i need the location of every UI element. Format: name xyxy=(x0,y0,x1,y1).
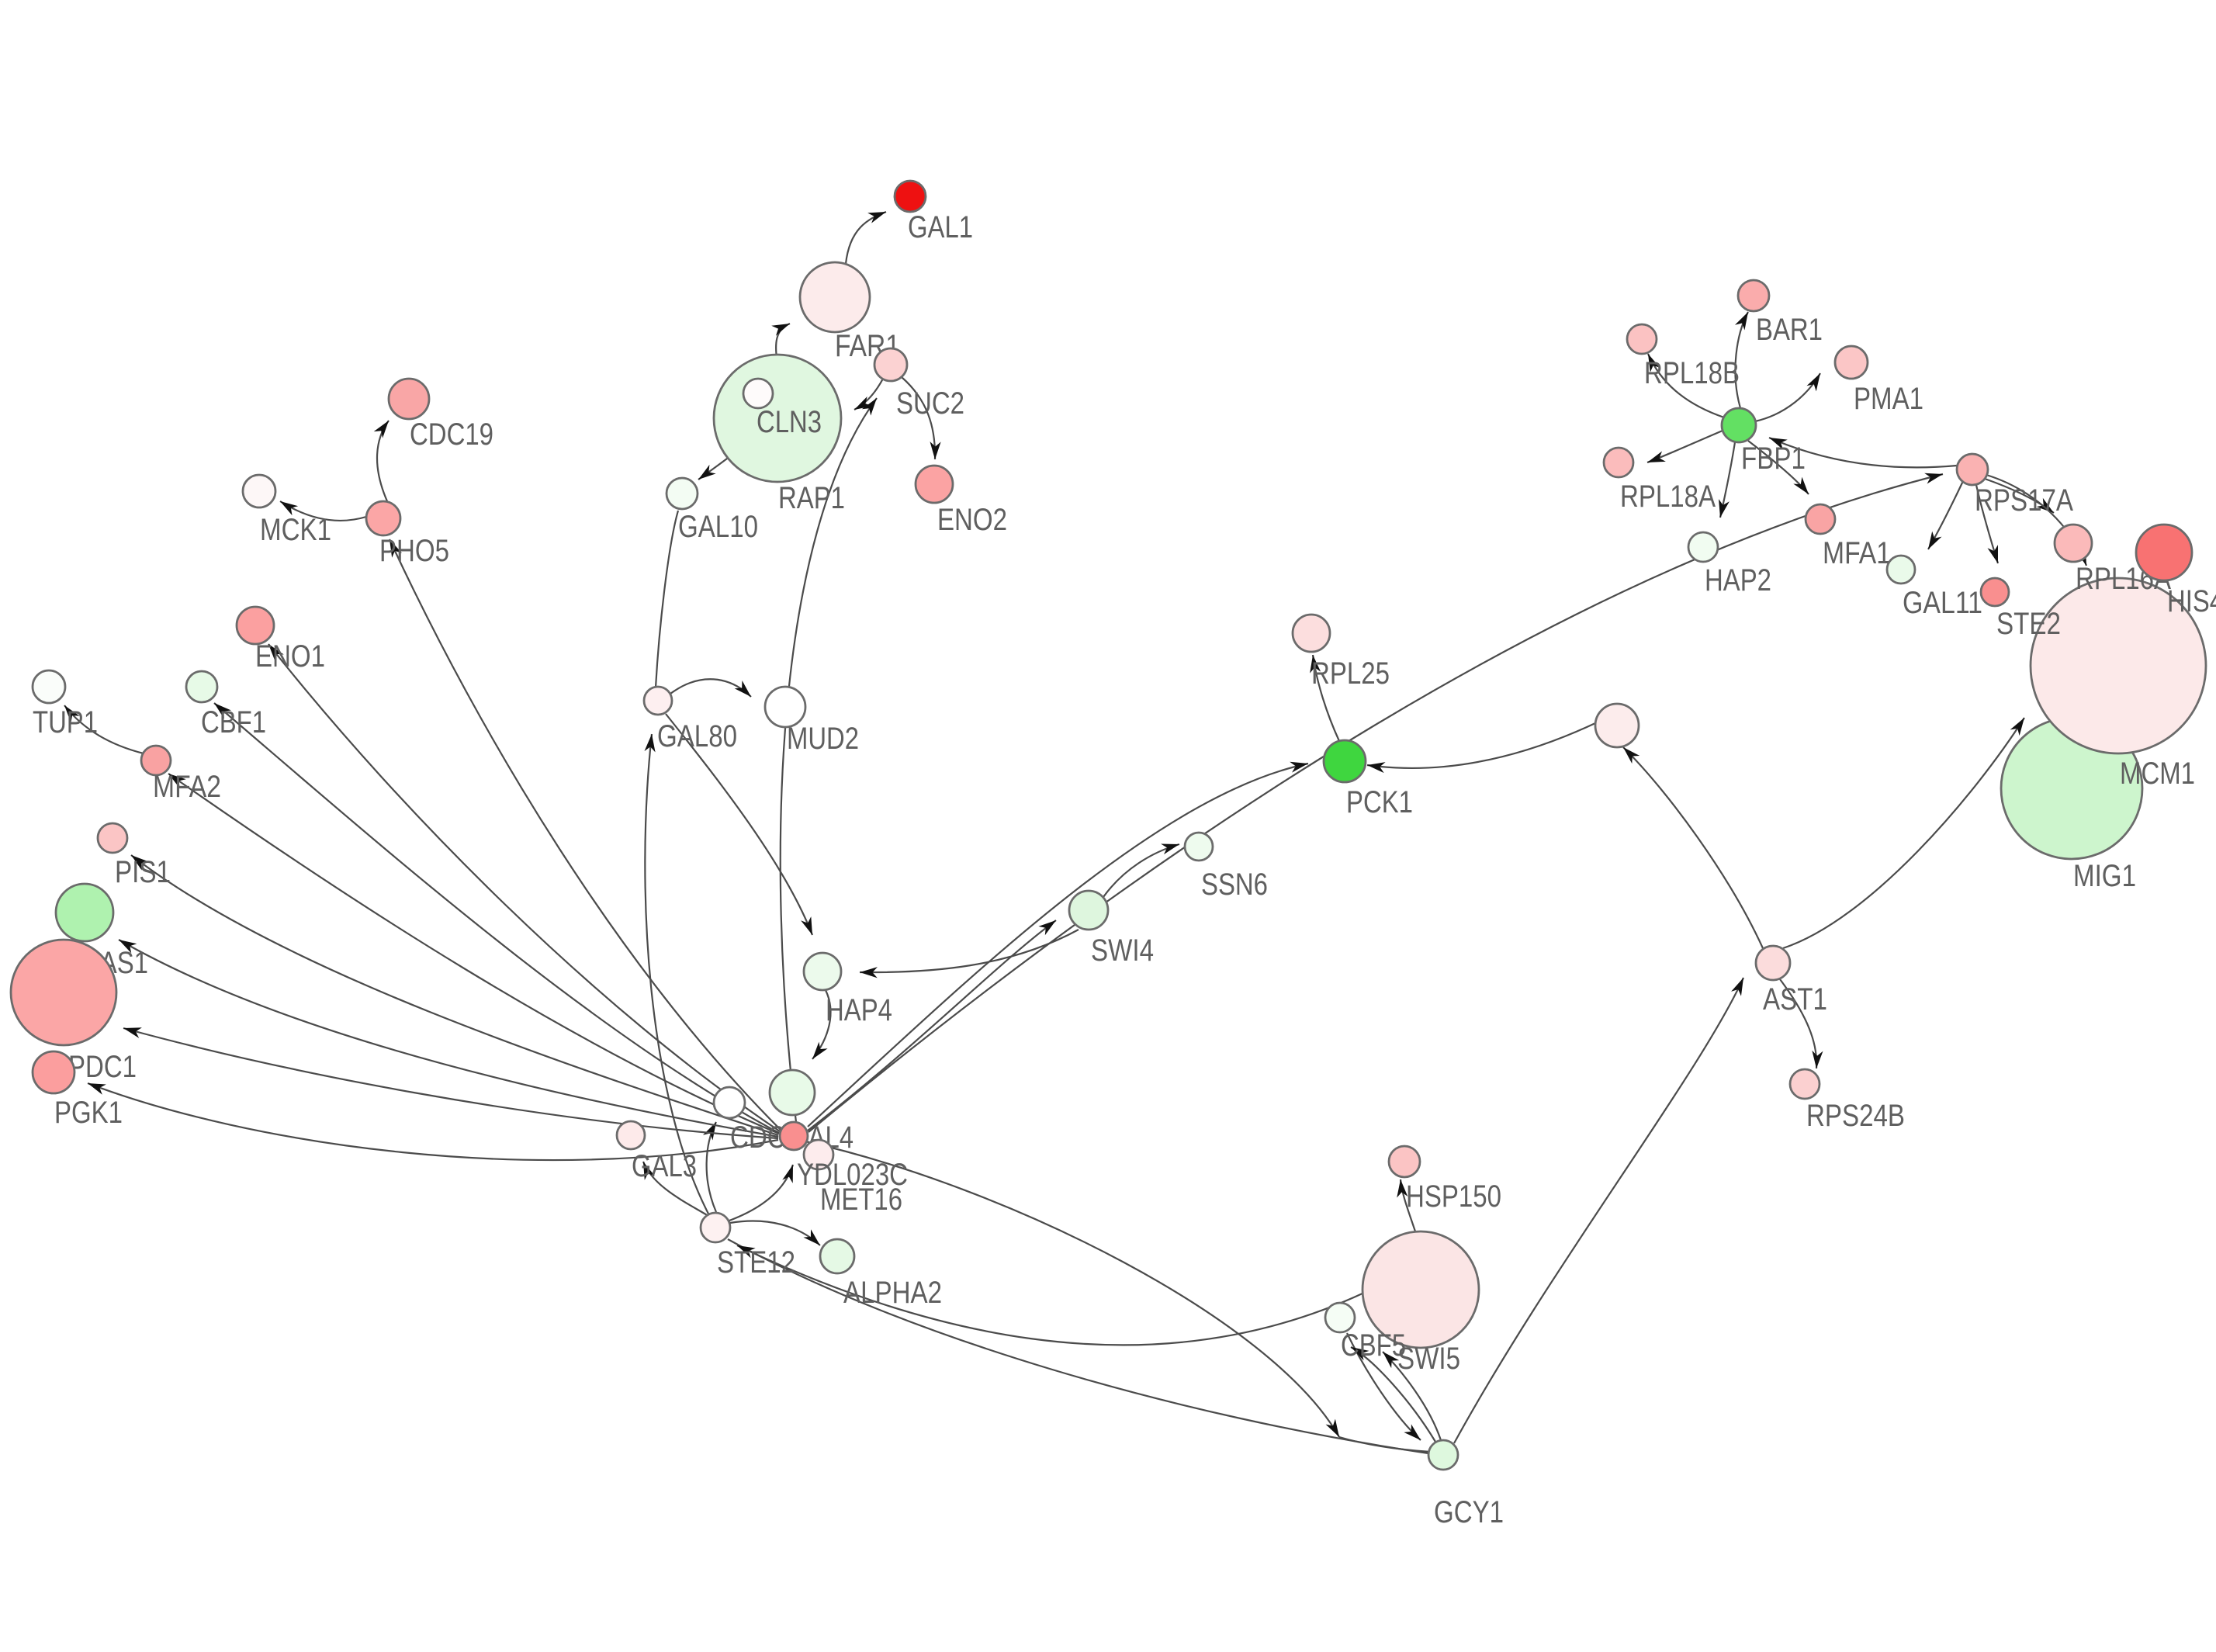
svg-text:MET16: MET16 xyxy=(820,1183,902,1217)
svg-text:MFA1: MFA1 xyxy=(1823,536,1891,570)
svg-text:MCK1: MCK1 xyxy=(260,513,331,547)
svg-text:CLN3: CLN3 xyxy=(757,405,822,439)
svg-text:PIS1: PIS1 xyxy=(115,855,171,889)
svg-text:CBF1: CBF1 xyxy=(201,705,266,739)
svg-text:HIS4: HIS4 xyxy=(2167,584,2216,618)
svg-text:FBP1: FBP1 xyxy=(1741,442,1806,476)
svg-text:ALPHA2: ALPHA2 xyxy=(843,1276,942,1310)
svg-text:RAP1: RAP1 xyxy=(778,481,845,515)
svg-text:PDC1: PDC1 xyxy=(68,1050,137,1084)
svg-text:SWI4: SWI4 xyxy=(1091,933,1154,968)
svg-text:PHO5: PHO5 xyxy=(379,534,449,568)
svg-text:MCM1: MCM1 xyxy=(2120,757,2195,791)
svg-text:BAR1: BAR1 xyxy=(1756,313,1823,347)
svg-text:AST1: AST1 xyxy=(1763,982,1827,1016)
svg-text:ENO2: ENO2 xyxy=(937,503,1007,537)
svg-text:CBF5: CBF5 xyxy=(1341,1328,1406,1363)
svg-text:SUC2: SUC2 xyxy=(896,386,964,421)
svg-text:GAL1: GAL1 xyxy=(908,210,973,244)
svg-text:MUD2: MUD2 xyxy=(787,722,859,756)
svg-text:RPL18A: RPL18A xyxy=(1620,480,1716,514)
svg-text:STE2: STE2 xyxy=(1996,607,2061,641)
svg-text:GAL80: GAL80 xyxy=(657,719,737,753)
svg-text:RPS17A: RPS17A xyxy=(1975,483,2073,518)
svg-text:RPL25: RPL25 xyxy=(1311,656,1390,691)
svg-text:SSN6: SSN6 xyxy=(1201,868,1268,902)
svg-text:MFA2: MFA2 xyxy=(153,770,221,804)
svg-text:GAL3: GAL3 xyxy=(632,1149,697,1183)
svg-text:GAL11: GAL11 xyxy=(1903,586,1982,620)
svg-text:CDC19: CDC19 xyxy=(410,417,493,452)
svg-text:PMA1: PMA1 xyxy=(1854,382,1923,416)
svg-text:RPS24B: RPS24B xyxy=(1806,1099,1905,1133)
svg-text:SWI5: SWI5 xyxy=(1397,1342,1460,1376)
svg-text:GAL10: GAL10 xyxy=(678,510,758,544)
svg-text:MIG1: MIG1 xyxy=(2073,859,2136,893)
svg-text:RPL18B: RPL18B xyxy=(1644,356,1740,390)
svg-text:GCY1: GCY1 xyxy=(1434,1495,1504,1529)
svg-text:HSP150: HSP150 xyxy=(1406,1179,1501,1214)
svg-text:YDL023C: YDL023C xyxy=(797,1158,908,1192)
svg-text:HAP4: HAP4 xyxy=(826,993,892,1027)
svg-text:PCK1: PCK1 xyxy=(1346,785,1413,819)
svg-text:STE12: STE12 xyxy=(717,1245,795,1280)
svg-text:HAP2: HAP2 xyxy=(1705,563,1771,597)
svg-text:TUP1: TUP1 xyxy=(33,705,98,739)
svg-text:ENO1: ENO1 xyxy=(255,639,325,674)
svg-text:PGK1: PGK1 xyxy=(54,1096,123,1130)
